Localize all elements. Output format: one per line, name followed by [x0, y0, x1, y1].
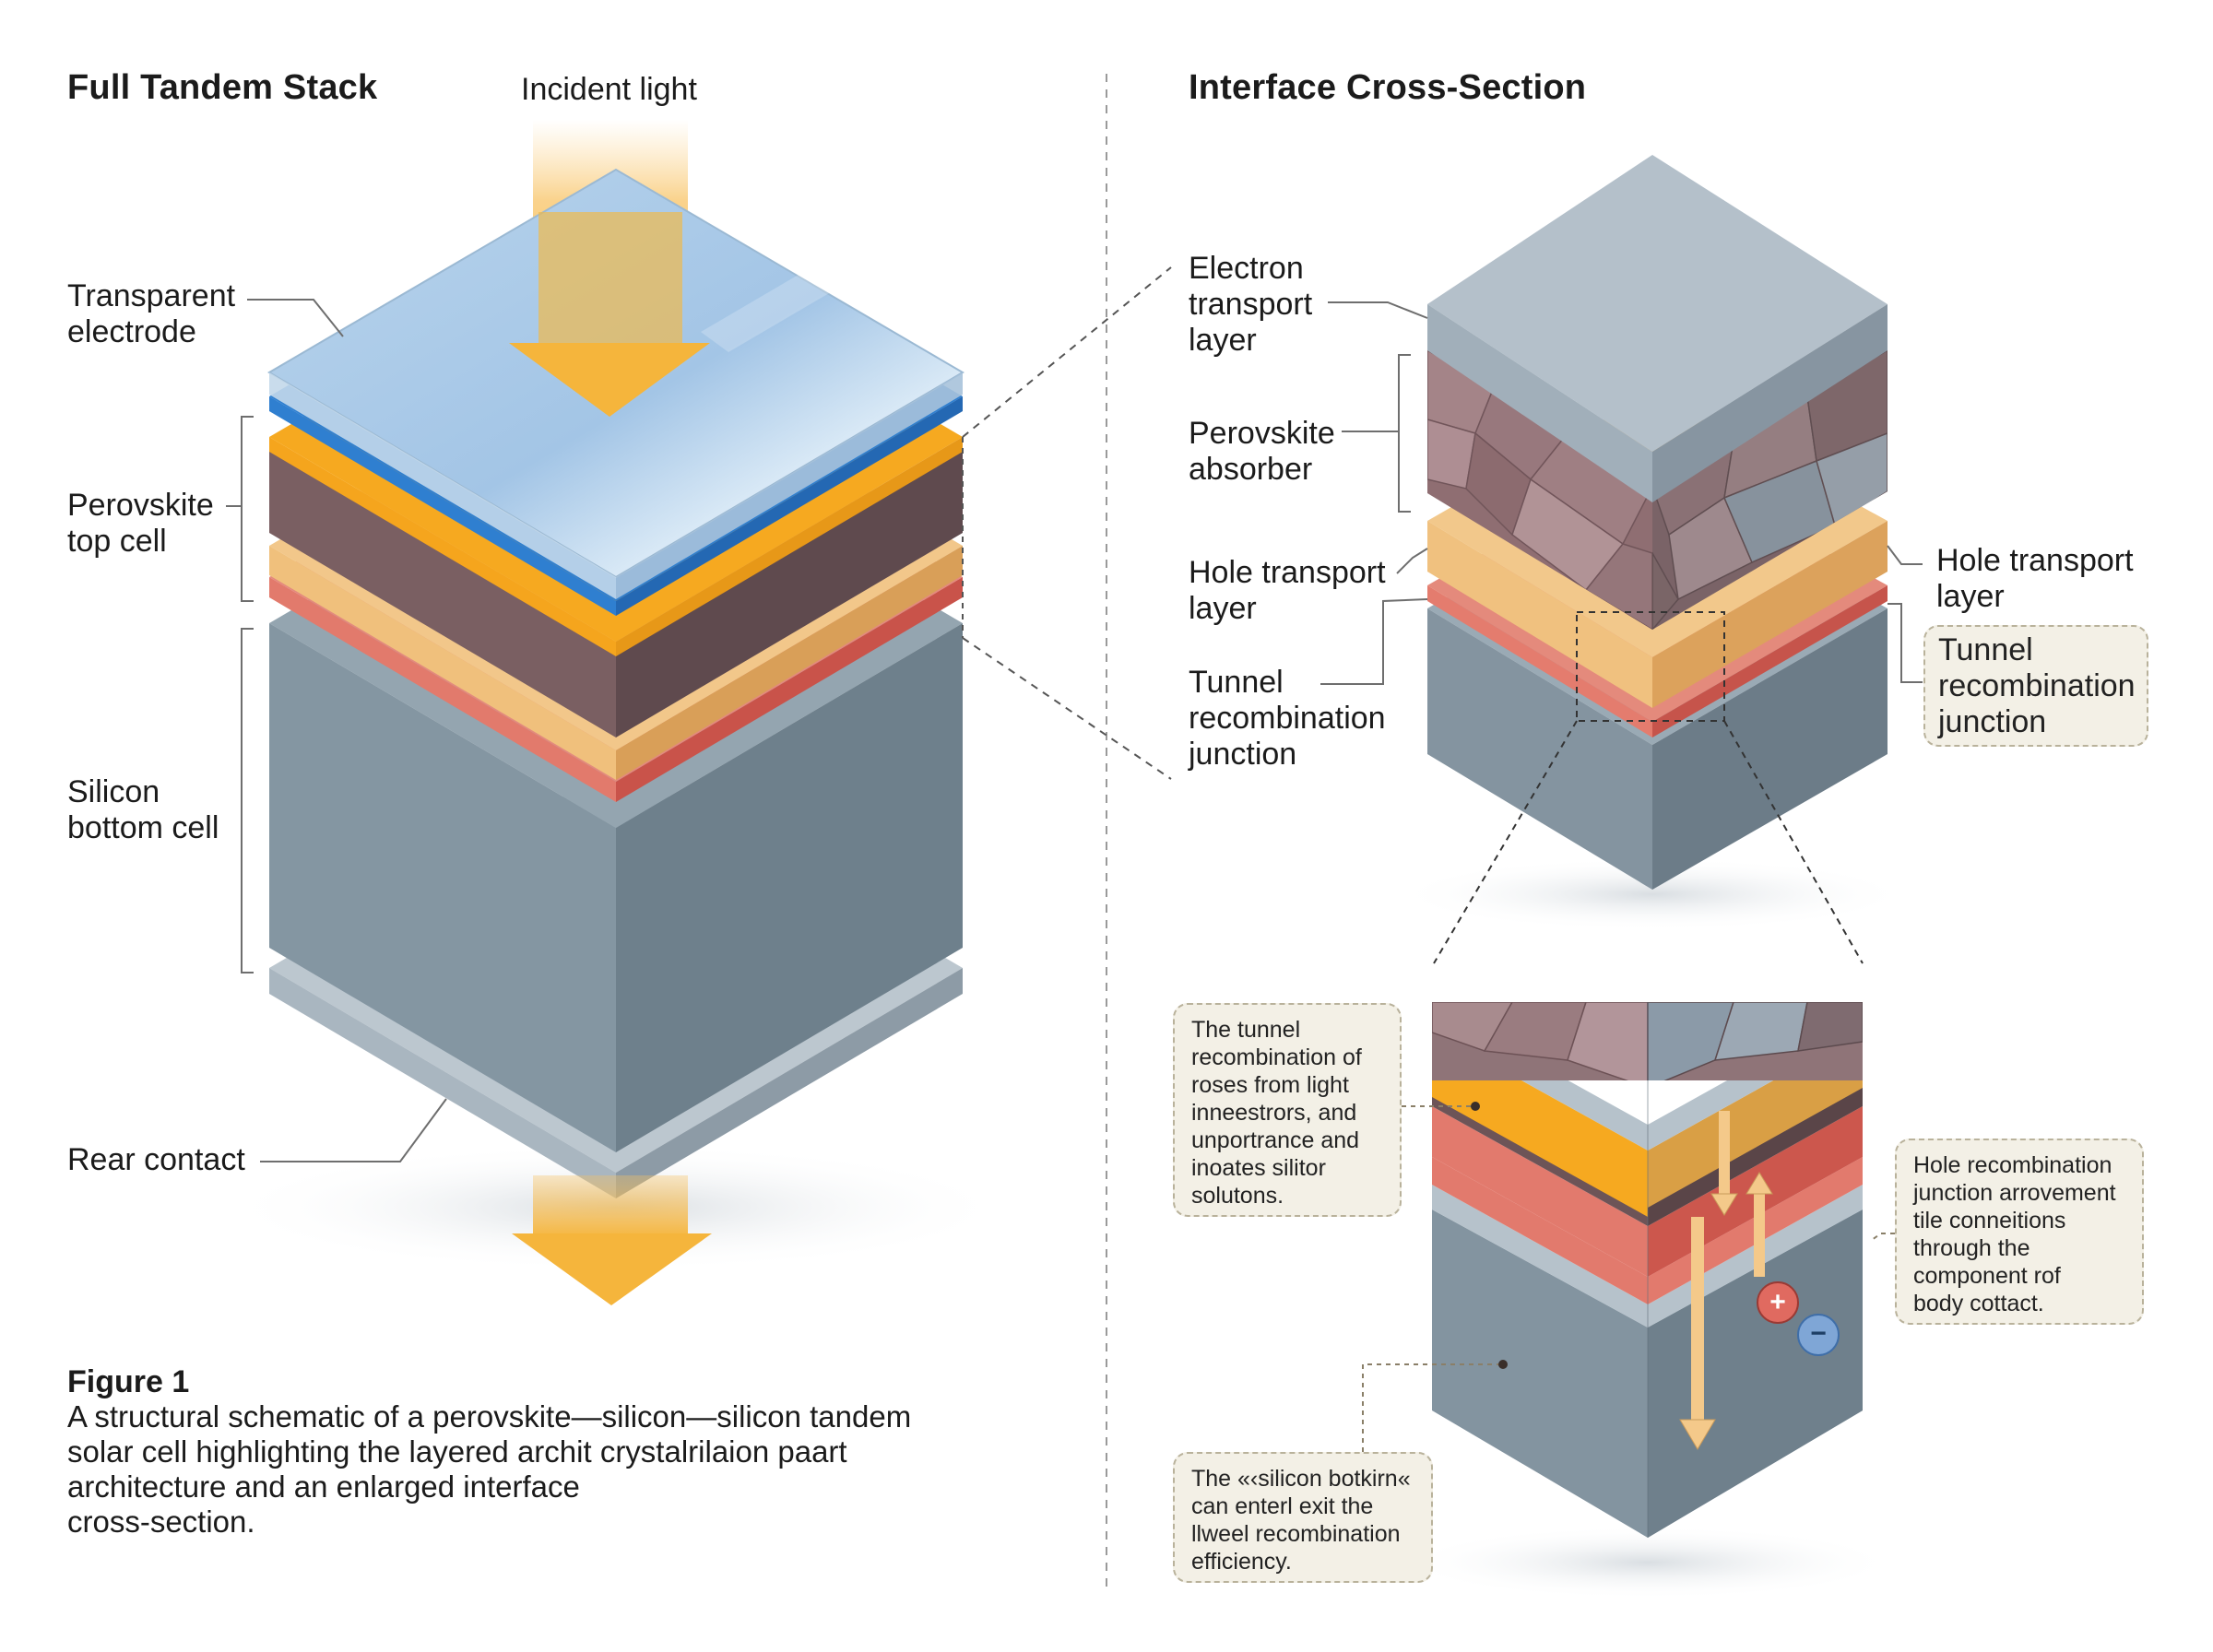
negative-charge-label: −: [1810, 1318, 1827, 1349]
silicon-bottom-cell-label: Silicon bottom cell: [67, 774, 219, 845]
perovskite-top-cell-label: Perovskite top cell: [67, 488, 214, 559]
figure-caption-title: Figure 1: [67, 1364, 190, 1399]
interface-zoom-box: [1433, 611, 1864, 964]
right-leader-lines: [1320, 301, 1923, 685]
negative-charge-icon: [1797, 1314, 1840, 1356]
tunnel-junction-callout-right: Tunnel recombination junction: [1923, 625, 2148, 747]
zoom-connector-lines: [962, 266, 1172, 780]
hole-transport-label-left: Hole transport layer: [1189, 555, 1386, 626]
carrier-arrows: [1679, 1111, 1773, 1450]
positive-charge-label: +: [1769, 1287, 1786, 1317]
electron-transport-label: Electron transport layer: [1189, 251, 1313, 358]
hole-recombination-note: Hole recombination junction arrovement t…: [1895, 1139, 2144, 1325]
silicon-bottom-note: The «‹silicon botkirn« can enterl exit t…: [1173, 1452, 1433, 1583]
perovskite-absorber-label: Perovskite absorber: [1189, 416, 1335, 487]
charge-markers: [1757, 1281, 1840, 1356]
electron-transport-layer: [1427, 155, 1888, 502]
left-leader-lines: [226, 299, 447, 1162]
transparent-electrode-label: Transparent electrode: [67, 278, 236, 349]
transmitted-light-arrow: [512, 1175, 712, 1305]
perovskite-absorber-block: [1427, 350, 1888, 630]
tunnel-recombination-note: The tunnel recombination of roses from l…: [1173, 1003, 1402, 1217]
note-anchor-dots: [1471, 1102, 1508, 1369]
note-leader-lines: [1362, 1105, 1895, 1452]
incident-light-label: Incident light: [521, 72, 697, 107]
incident-light-arrow: [509, 212, 710, 417]
left-panel-title: Full Tandem Stack: [67, 68, 378, 107]
tunnel-junction-label-left: Tunnel recombination junction: [1189, 665, 1386, 772]
right-panel-title: Interface Cross-Section: [1189, 68, 1587, 107]
positive-charge-icon: [1757, 1281, 1799, 1324]
rear-contact-label: Rear contact: [67, 1142, 245, 1177]
interface-detail-block: [1432, 1002, 1863, 1538]
figure-caption-body: A structural schematic of a perovskite—s…: [67, 1399, 912, 1539]
hole-transport-label-right: Hole transport layer: [1936, 543, 2134, 614]
